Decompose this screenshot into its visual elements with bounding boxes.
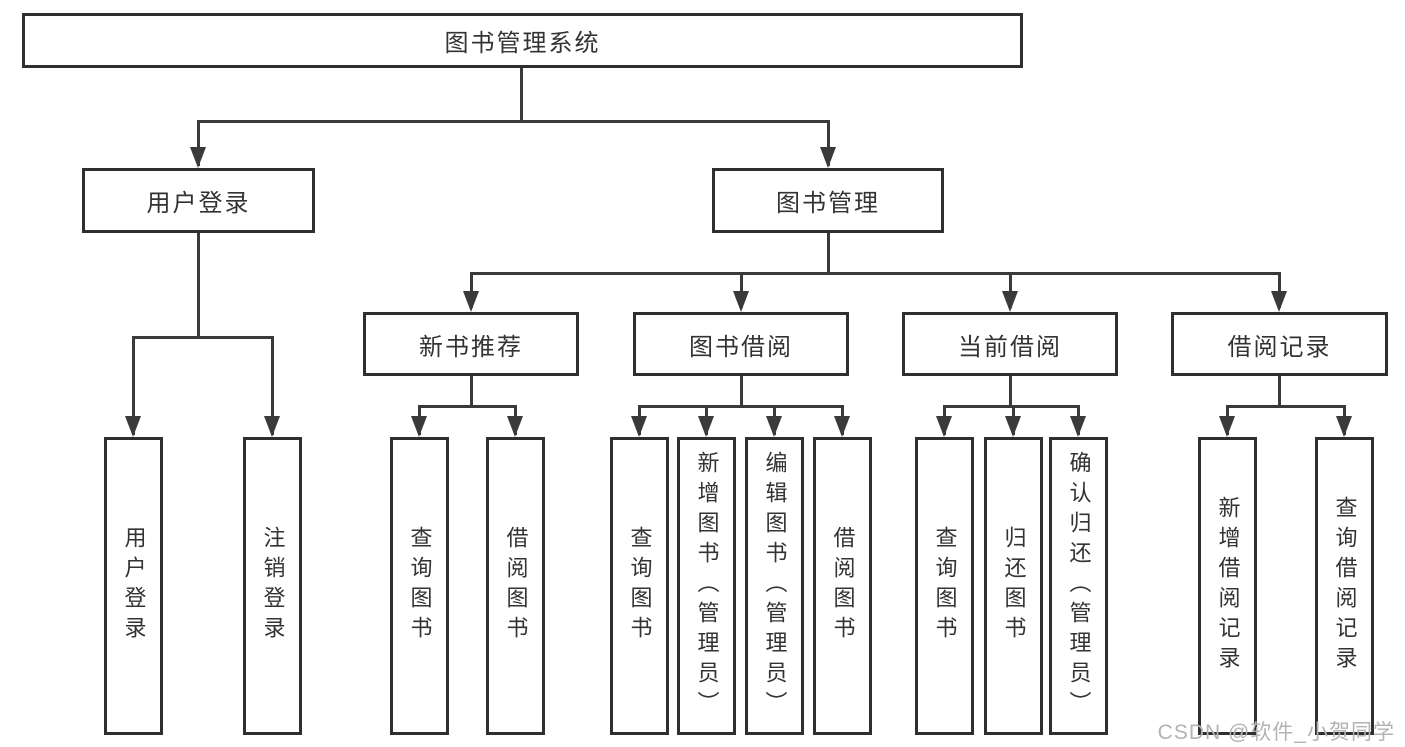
connector-userlogin-stem-left: [132, 336, 135, 435]
node-book-borrow: 图书借阅: [633, 312, 849, 376]
connector-root-hline: [196, 120, 830, 123]
arrow-down-icon: [819, 147, 836, 168]
arrow-down-icon: [1070, 416, 1086, 437]
leaf-logout: 注销登录: [243, 437, 302, 735]
arrow-down-icon: [125, 416, 141, 437]
node-book-borrow-label: 图书借阅: [689, 333, 793, 361]
leaf-current-return: 归还图书: [984, 437, 1043, 735]
arrow-down-icon: [189, 147, 206, 168]
arrow-down-icon: [1270, 291, 1287, 312]
node-user-login: 用户登录: [82, 168, 315, 233]
arrow-down-icon: [766, 416, 782, 437]
arrow-down-icon: [1001, 291, 1018, 312]
node-root: 图书管理系统: [22, 13, 1023, 68]
leaf-current-query: 查询图书: [915, 437, 974, 735]
connector-bookmgmt-hline: [469, 272, 1281, 275]
arrow-down-icon: [834, 416, 850, 437]
leaf-newbook-borrow: 借阅图书: [486, 437, 545, 735]
node-new-book-rec-label: 新书推荐: [419, 333, 523, 361]
csdn-watermark: CSDN @软件_小贺同学: [1157, 721, 1395, 744]
leaf-records-query-label: 查询借阅记录: [1332, 496, 1358, 676]
node-borrow-records-label: 借阅记录: [1227, 333, 1332, 361]
arrow-down-icon: [264, 416, 280, 437]
leaf-records-add-label: 新增借阅记录: [1215, 496, 1241, 676]
leaf-newbook-query-label: 查询图书: [407, 526, 433, 646]
leaf-borrow-borrow: 借阅图书: [813, 437, 872, 735]
node-new-book-rec: 新书推荐: [363, 312, 579, 376]
arrow-down-icon: [462, 291, 479, 312]
node-book-mgmt: 图书管理: [712, 168, 944, 233]
arrow-down-icon: [507, 416, 523, 437]
leaf-borrow-query-label: 查询图书: [627, 526, 653, 646]
leaf-current-query-label: 查询图书: [932, 526, 958, 646]
connector-current-hline: [943, 405, 1080, 408]
arrow-down-icon: [1005, 416, 1021, 437]
connector-bookmgmt-stem-1: [469, 272, 473, 308]
connector-userlogin-vline: [196, 233, 200, 336]
connector-root-vline: [519, 68, 523, 120]
connector-bookmgmt-stem-3: [1008, 272, 1012, 308]
leaf-borrow-query: 查询图书: [610, 437, 669, 735]
leaf-records-add: 新增借阅记录: [1198, 437, 1257, 735]
connector-newbook-hline: [418, 405, 517, 408]
node-user-login-label: 用户登录: [146, 190, 251, 217]
leaf-borrow-add-label: 新增图书（管理员）: [694, 451, 720, 721]
leaf-current-return-label: 归还图书: [1001, 526, 1027, 646]
node-borrow-records: 借阅记录: [1171, 312, 1388, 376]
leaf-current-confirm: 确认归还（管理员）: [1049, 437, 1108, 735]
arrow-down-icon: [732, 291, 749, 312]
arrow-down-icon: [631, 416, 647, 437]
node-current-borrow: 当前借阅: [902, 312, 1118, 376]
arrow-down-icon: [1336, 416, 1352, 437]
arrow-down-icon: [698, 416, 714, 437]
node-root-label: 图书管理系统: [444, 30, 601, 57]
node-book-mgmt-label: 图书管理: [776, 190, 880, 217]
leaf-borrow-add: 新增图书（管理员）: [677, 437, 736, 735]
connector-root-stem-left: [196, 120, 200, 166]
leaf-logout-label: 注销登录: [260, 526, 286, 646]
connector-bookborrow-hline: [638, 405, 844, 408]
connector-bookmgmt-vline: [826, 233, 830, 272]
connector-newbook-vline: [469, 376, 473, 405]
connector-root-stem-right: [826, 120, 830, 166]
leaf-current-confirm-label: 确认归还（管理员）: [1066, 451, 1092, 721]
connector-records-vline: [1277, 376, 1281, 405]
connector-userlogin-hline: [132, 336, 274, 339]
leaf-user-login: 用户登录: [104, 437, 163, 735]
connector-records-hline: [1226, 405, 1346, 408]
connector-bookborrow-vline: [739, 376, 743, 405]
leaf-newbook-query: 查询图书: [390, 437, 449, 735]
leaf-borrow-edit-label: 编辑图书（管理员）: [762, 451, 788, 721]
connector-userlogin-stem-right: [271, 336, 274, 435]
arrow-down-icon: [936, 416, 952, 437]
connector-current-vline: [1008, 376, 1012, 405]
leaf-newbook-borrow-label: 借阅图书: [503, 526, 529, 646]
connector-bookmgmt-stem-2: [739, 272, 743, 308]
node-current-borrow-label: 当前借阅: [958, 333, 1062, 361]
leaf-user-login-label: 用户登录: [121, 526, 147, 646]
arrow-down-icon: [1219, 416, 1235, 437]
leaf-borrow-edit: 编辑图书（管理员）: [745, 437, 804, 735]
arrow-down-icon: [411, 416, 427, 437]
connector-bookmgmt-stem-4: [1277, 272, 1281, 308]
leaf-records-query: 查询借阅记录: [1315, 437, 1374, 735]
leaf-borrow-borrow-label: 借阅图书: [830, 526, 856, 646]
